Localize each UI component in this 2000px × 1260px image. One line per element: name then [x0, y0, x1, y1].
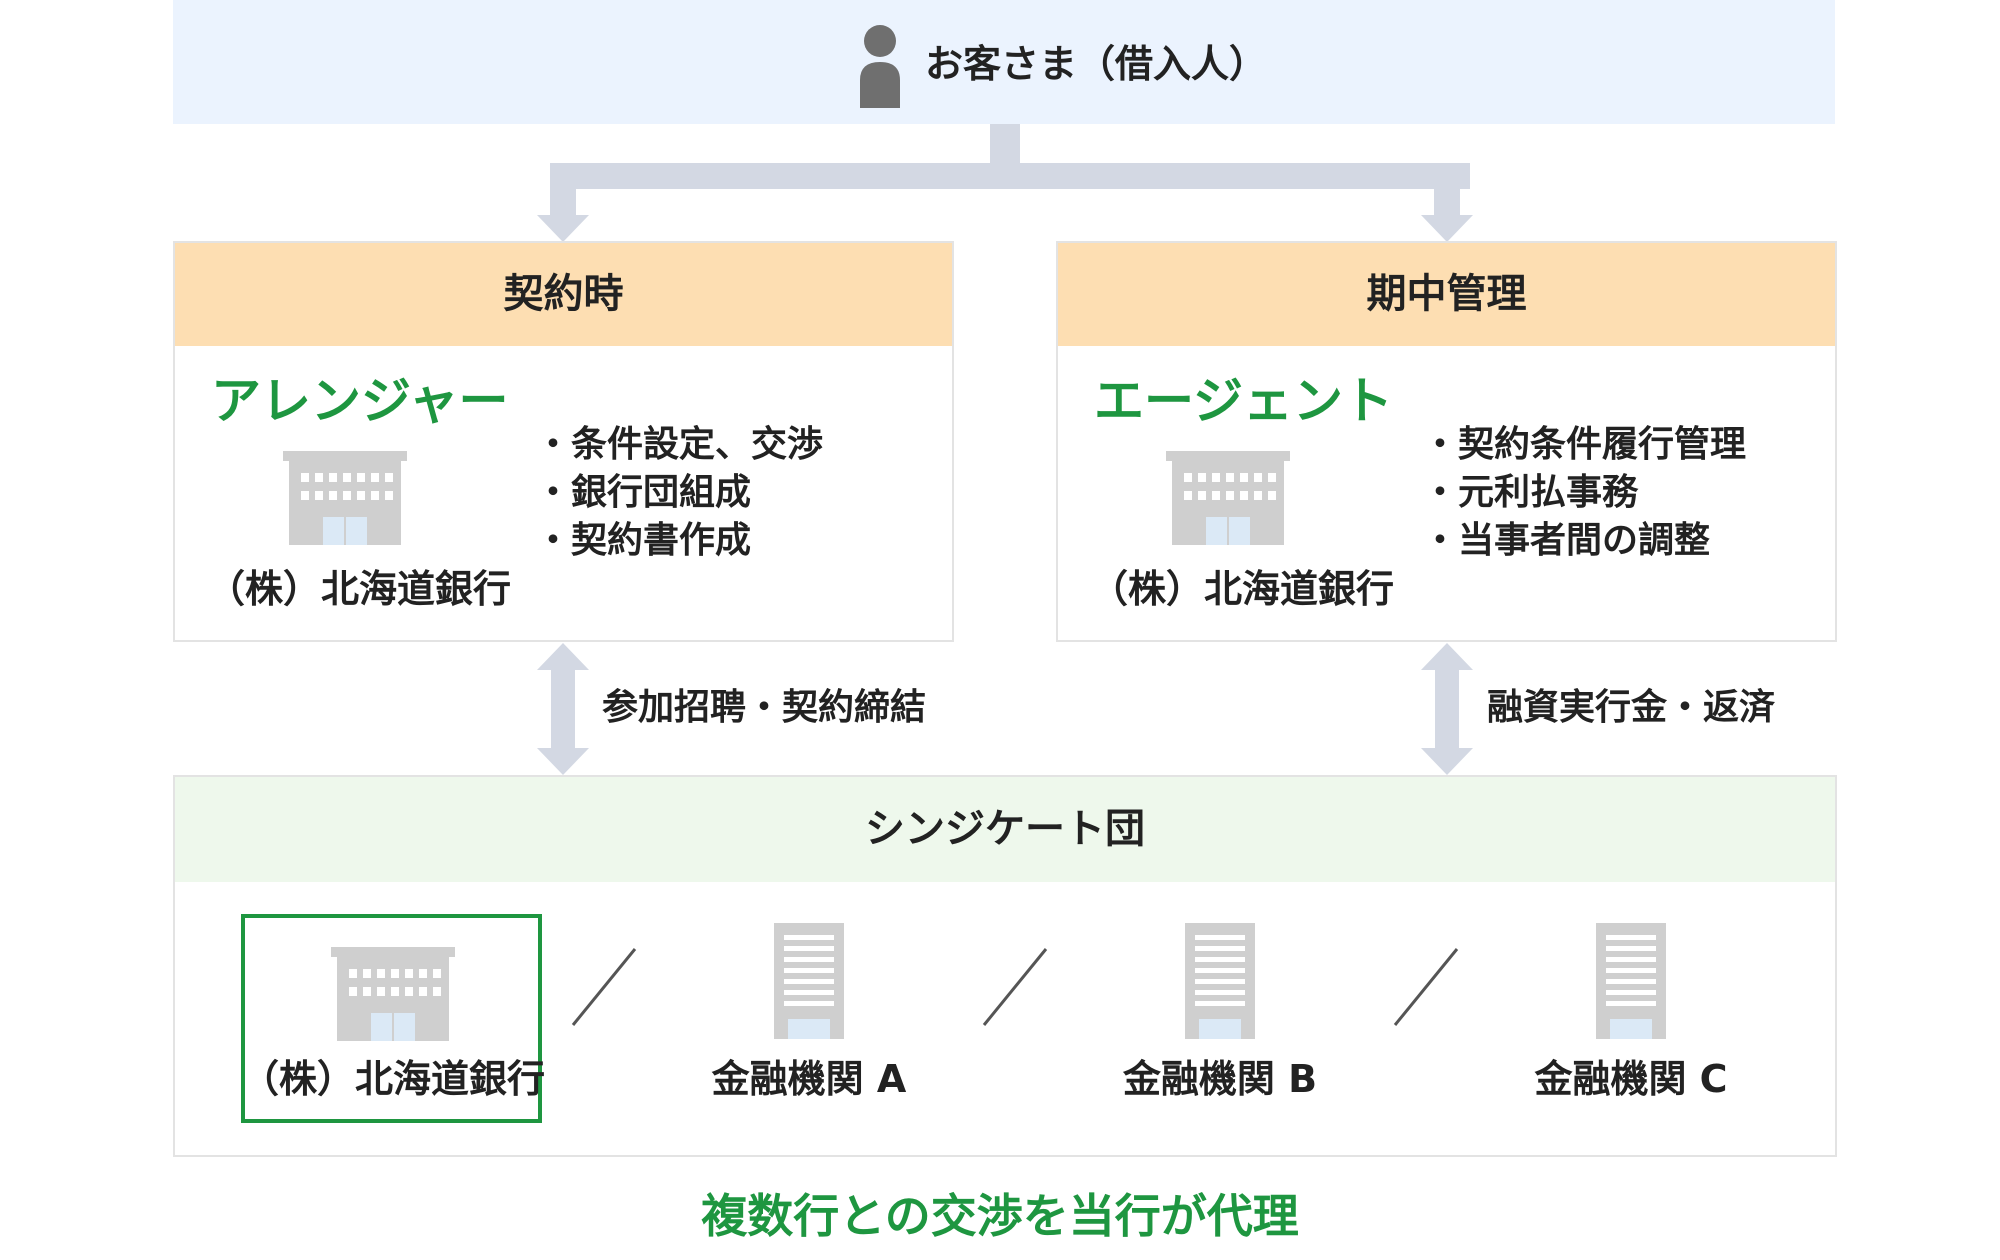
management-panel: 期中管理 エージェント （株）北海道銀行 ・契約条件履行管理 ・元利払事務 ・当… — [1056, 241, 1837, 642]
left-arrow-label: 参加招聘・契約締結 — [602, 687, 927, 728]
arranger-company-name: （株）北海道銀行 — [207, 567, 512, 611]
office-tower-icon — [1185, 923, 1255, 1039]
duty-item: ・条件設定、交渉 — [535, 424, 824, 465]
customer-band — [173, 0, 1835, 124]
member-label: 金融機関 C — [1534, 1057, 1728, 1101]
bank-building-icon — [283, 451, 407, 545]
duty-item: ・契約条件履行管理 — [1422, 424, 1747, 465]
office-tower-icon — [1596, 923, 1666, 1039]
duty-item: ・契約書作成 — [535, 520, 752, 561]
member-label: 金融機関 A — [711, 1057, 907, 1101]
highlighted-member-box — [241, 914, 542, 1123]
syndicate-panel: シンジケート団 （株）北海道銀行 金融機関 A 金融機関 B — [173, 775, 1837, 1157]
right-arrow-label: 融資実行金・返済 — [1487, 687, 1776, 728]
agent-company-name: （株）北海道銀行 — [1090, 567, 1395, 611]
customer-branch-arrows — [537, 124, 1473, 242]
slash-separator — [1393, 948, 1459, 1026]
office-tower-icon — [774, 923, 844, 1039]
member-label: 金融機関 B — [1122, 1057, 1318, 1101]
person-icon — [860, 25, 900, 108]
slash-separator — [571, 948, 637, 1026]
duty-item: ・銀行団組成 — [535, 472, 752, 513]
bank-building-icon — [1166, 451, 1290, 545]
customer-label: お客さま（借入人） — [925, 42, 1268, 86]
duty-item: ・当事者間の調整 — [1422, 520, 1711, 561]
arranger-role-title: アレンジャー — [211, 372, 509, 430]
slash-separator — [982, 948, 1048, 1026]
duty-item: ・元利払事務 — [1422, 472, 1639, 513]
syndicate-header: シンジケート団 — [175, 777, 1835, 882]
contract-header: 契約時 — [175, 243, 952, 346]
member-label: （株）北海道銀行 — [241, 1057, 546, 1101]
bank-building-icon — [331, 947, 455, 1041]
footer-caption: 複数行との交渉を当行が代理 — [701, 1189, 1299, 1243]
agent-role-title: エージェント — [1094, 372, 1393, 430]
two-way-arrows — [537, 643, 1473, 775]
contract-panel: 契約時 アレンジャー （株）北海道銀行 ・条件設定、交渉 ・銀行団組成 ・契約書… — [173, 241, 954, 642]
management-header: 期中管理 — [1058, 243, 1835, 346]
